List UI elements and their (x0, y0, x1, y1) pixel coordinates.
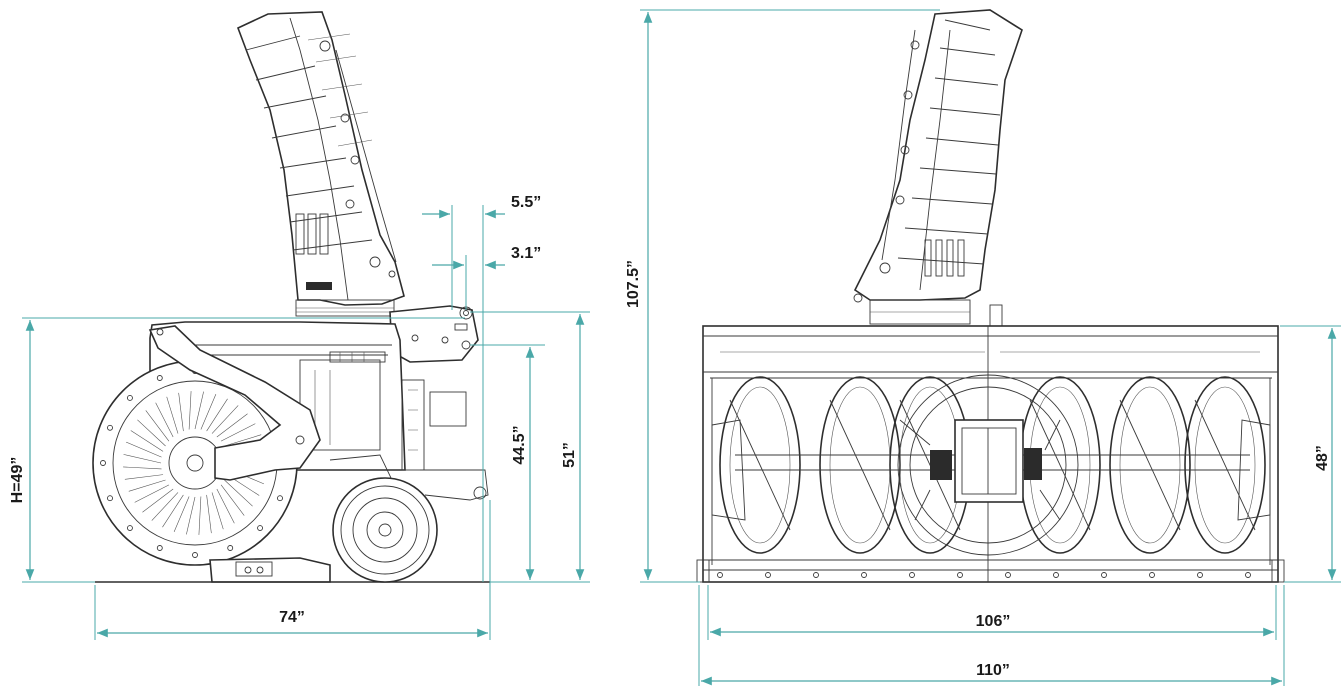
dim-inner-width: 106” (976, 613, 1011, 630)
side-view-machine (92, 11, 490, 583)
dim-overall-width: 110” (976, 662, 1010, 679)
dim-offset-small: 3.1” (511, 245, 541, 262)
side-chute (236, 11, 405, 317)
side-hitch (389, 305, 479, 363)
dim-length: 74” (279, 609, 305, 626)
dim-height-with-chute: 107.5” (625, 260, 642, 308)
front-base-bolts (717, 572, 1251, 578)
dim-height-overall: H=49” (9, 457, 26, 504)
side-wheel (329, 454, 438, 583)
front-view-machine (696, 9, 1285, 583)
dim-height-hitch-mid: 44.5” (511, 425, 528, 464)
front-chute (853, 9, 1023, 328)
dim-offset-large: 5.5” (511, 194, 541, 211)
side-view-dimensions (22, 205, 590, 640)
dim-housing-height: 48” (1314, 445, 1331, 471)
front-gearbox (897, 374, 1079, 556)
dim-height-hitch-top: 51” (561, 442, 578, 468)
front-view-dimensions (640, 9, 1341, 686)
auger-spokes (123, 391, 267, 535)
